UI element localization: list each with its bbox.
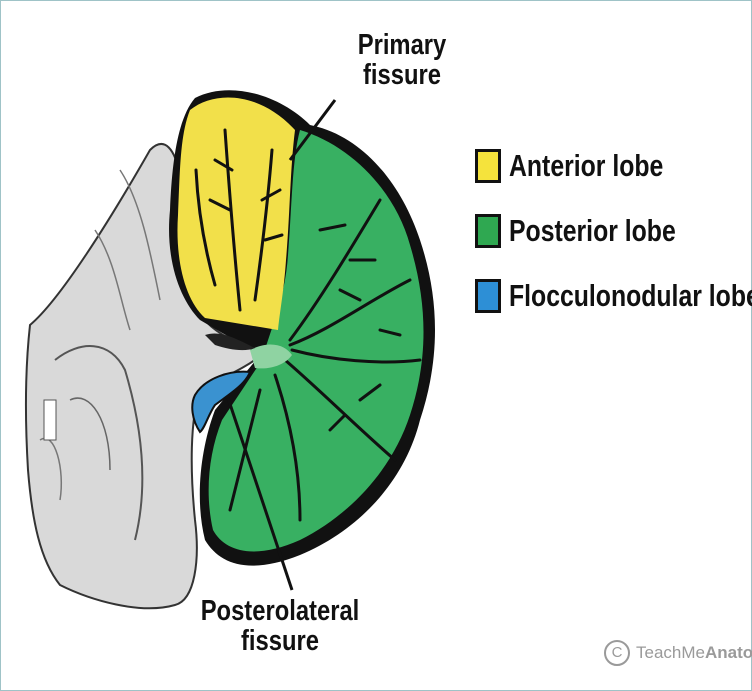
watermark-brand-light: TeachMe: [636, 643, 705, 662]
legend-swatch-flocculonodular: [475, 279, 501, 313]
watermark-text: TeachMeAnatomy: [636, 643, 752, 663]
primary-fissure-text: Primary fissure: [358, 29, 447, 91]
legend-item-posterior: Posterior lobe: [475, 213, 752, 249]
watermark: C TeachMeAnatomy: [604, 640, 752, 666]
posterolateral-fissure-text: Posterolateral fissure: [201, 595, 360, 657]
anterior-lobe-region: [177, 97, 295, 330]
legend-item-flocculonodular: Flocculonodular lobe: [475, 278, 752, 314]
copyright-icon: C: [604, 640, 630, 666]
legend-label-flocculonodular: Flocculonodular lobe: [509, 278, 752, 314]
legend-label-posterior: Posterior lobe: [509, 213, 676, 249]
legend-swatch-anterior: [475, 149, 501, 183]
legend-item-anterior: Anterior lobe: [475, 148, 752, 184]
legend: Anterior lobe Posterior lobe Flocculonod…: [475, 148, 752, 343]
watermark-brand-bold: Anatomy: [705, 643, 752, 662]
primary-fissure-label: Primary fissure: [336, 30, 467, 91]
posterolateral-fissure-label: Posterolateral fissure: [190, 596, 370, 657]
legend-label-anterior: Anterior lobe: [509, 148, 663, 184]
legend-swatch-posterior: [475, 214, 501, 248]
